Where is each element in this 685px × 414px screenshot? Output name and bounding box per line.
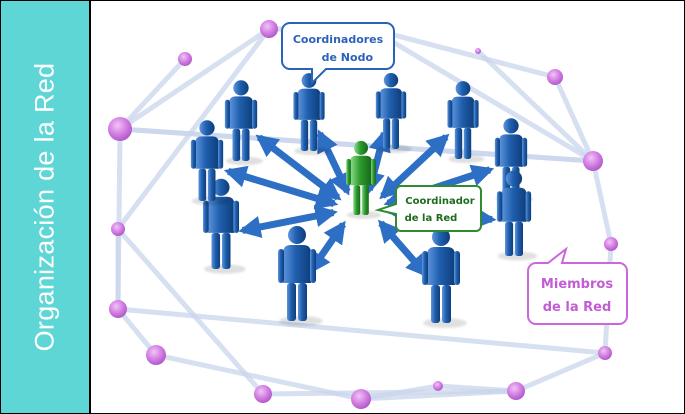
network-diagram: Coordinadores de Nodo Coordinador de la …: [91, 1, 684, 413]
callout-network-members-line1: Miembros: [541, 277, 613, 292]
network-link: [552, 75, 596, 163]
person-figure-icon: [278, 226, 323, 326]
bidirectional-arrow-icon: [377, 219, 429, 278]
network-node-icon: [254, 385, 272, 403]
network-link: [155, 352, 362, 402]
network-link: [118, 57, 187, 131]
network-link: [116, 227, 265, 396]
network-link: [437, 383, 517, 394]
network-node-icon: [146, 345, 166, 365]
network-link: [116, 27, 271, 231]
network-node-icon: [507, 382, 525, 400]
person-figure-icon: [224, 80, 264, 166]
network-link: [118, 26, 271, 132]
side-title: Organización de la Red: [29, 62, 60, 352]
callout-network-members: Miembros de la Red: [527, 246, 628, 325]
network-nodes: [108, 20, 618, 409]
callout-network-coordinator-line1: Coordinador: [405, 196, 474, 207]
bidirectional-arrow-icon: [238, 205, 338, 238]
network-node-icon: [583, 151, 603, 171]
network-diagram-svg: Coordinadores de Nodo Coordinador de la …: [108, 20, 628, 409]
callout-network-coordinator-line2: de la Red: [405, 213, 458, 224]
callout-network-members-line2: de la Red: [543, 300, 612, 315]
bidirectional-arrow-icon: [223, 165, 339, 210]
person-figure-icon: [422, 228, 467, 328]
network-link: [369, 26, 595, 164]
callout-network-coordinator: Coordinador de la Red: [374, 185, 482, 232]
person-figure-icon: [375, 73, 412, 153]
network-link: [590, 160, 614, 245]
network-node-icon: [111, 222, 125, 236]
person-figure-icon: [202, 178, 246, 274]
person-figure-icon: [496, 170, 538, 261]
network-link: [117, 306, 606, 356]
member-figures: [190, 73, 538, 328]
coordinator-figure-icon: [346, 140, 382, 219]
network-node-icon: [598, 346, 612, 360]
network-node-icon: [475, 48, 481, 54]
person-figure-icon: [190, 120, 230, 206]
network-node-icon: [260, 20, 278, 38]
side-band: Organización de la Red: [1, 1, 91, 413]
network-node-icon: [108, 117, 132, 141]
callout-node-coordinators-line1: Coordinadores: [293, 33, 384, 46]
network-link: [360, 388, 517, 402]
person-figure-icon: [447, 81, 485, 164]
callout-node-coordinators-line2: de Nodo: [322, 51, 374, 64]
network-node-icon: [547, 69, 563, 85]
callout-node-coordinators: Coordinadores de Nodo: [281, 22, 395, 86]
network-link: [476, 49, 595, 163]
network-link: [370, 26, 556, 80]
network-node-icon: [351, 389, 371, 409]
network-link: [515, 350, 606, 394]
network-node-icon: [433, 381, 443, 391]
network-node-icon: [178, 52, 192, 66]
bidirectional-arrow-icon: [255, 134, 342, 201]
network-node-icon: [109, 300, 127, 318]
person-figure-icon: [293, 73, 331, 156]
network-link: [360, 383, 439, 402]
network-node-icon: [604, 237, 618, 251]
